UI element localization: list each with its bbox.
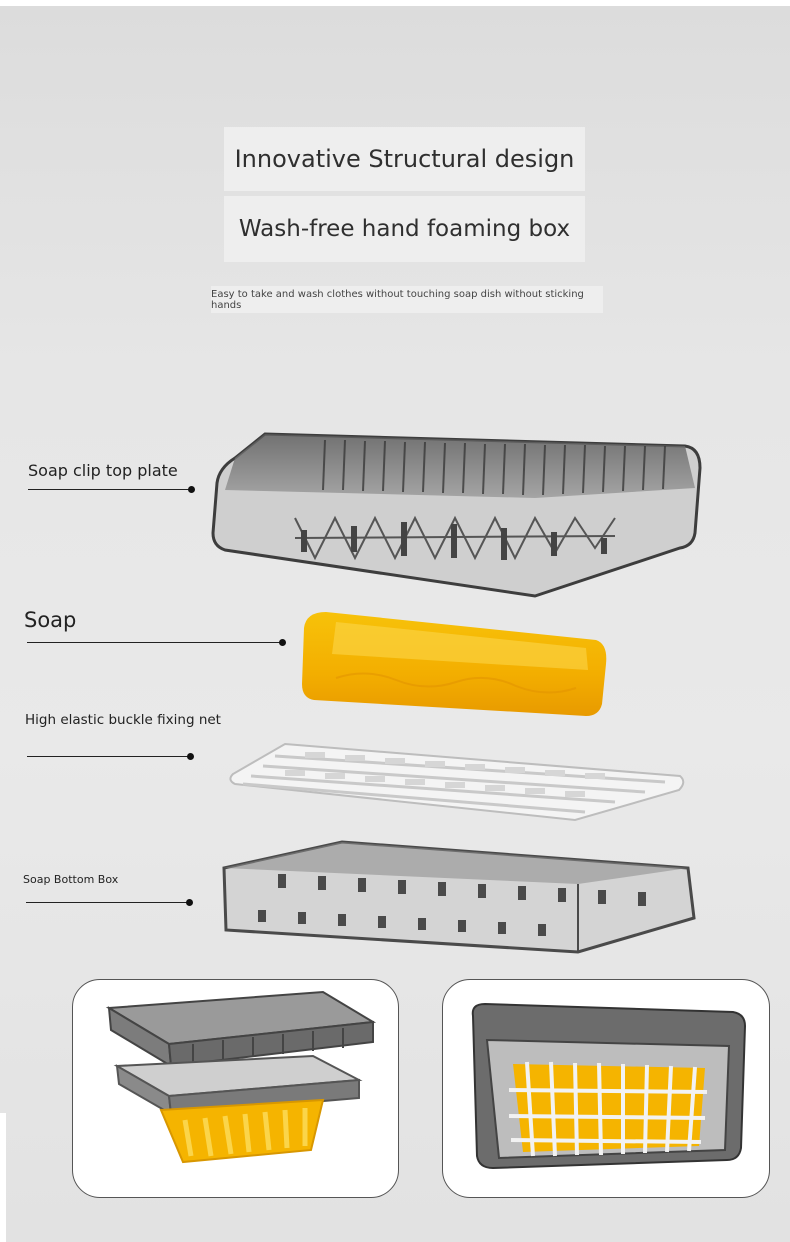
bottom-box-illustration <box>222 840 696 954</box>
main-title: Innovative Structural design <box>224 127 585 191</box>
leader-line-bottom-box <box>26 902 189 903</box>
net-illustration <box>229 742 685 822</box>
leader-dot-net <box>187 753 194 760</box>
exploded-assembly-illustration <box>105 990 377 1164</box>
leader-dot-bottom-box <box>186 899 193 906</box>
top-plate-illustration <box>211 432 702 598</box>
leader-line-top-plate <box>28 489 190 490</box>
leader-line-soap <box>27 642 283 643</box>
soap-illustration <box>302 612 607 716</box>
leader-line-net <box>27 756 189 757</box>
leader-dot-top-plate <box>188 486 195 493</box>
label-top-plate: Soap clip top plate <box>28 461 178 480</box>
sub-title: Wash-free hand foaming box <box>224 196 585 262</box>
description-text: Easy to take and wash clothes without to… <box>211 286 603 313</box>
top-edge <box>0 0 790 6</box>
assembled-exploded-photo-card <box>72 979 399 1198</box>
bottom-left-edge <box>0 1113 6 1242</box>
label-net: High elastic buckle fixing net <box>25 712 221 728</box>
leader-dot-soap <box>279 639 286 646</box>
assembled-box-photo-card <box>442 979 770 1198</box>
label-bottom-box: Soap Bottom Box <box>23 873 119 886</box>
label-soap: Soap <box>24 608 77 632</box>
assembled-box-illustration <box>471 1002 747 1170</box>
